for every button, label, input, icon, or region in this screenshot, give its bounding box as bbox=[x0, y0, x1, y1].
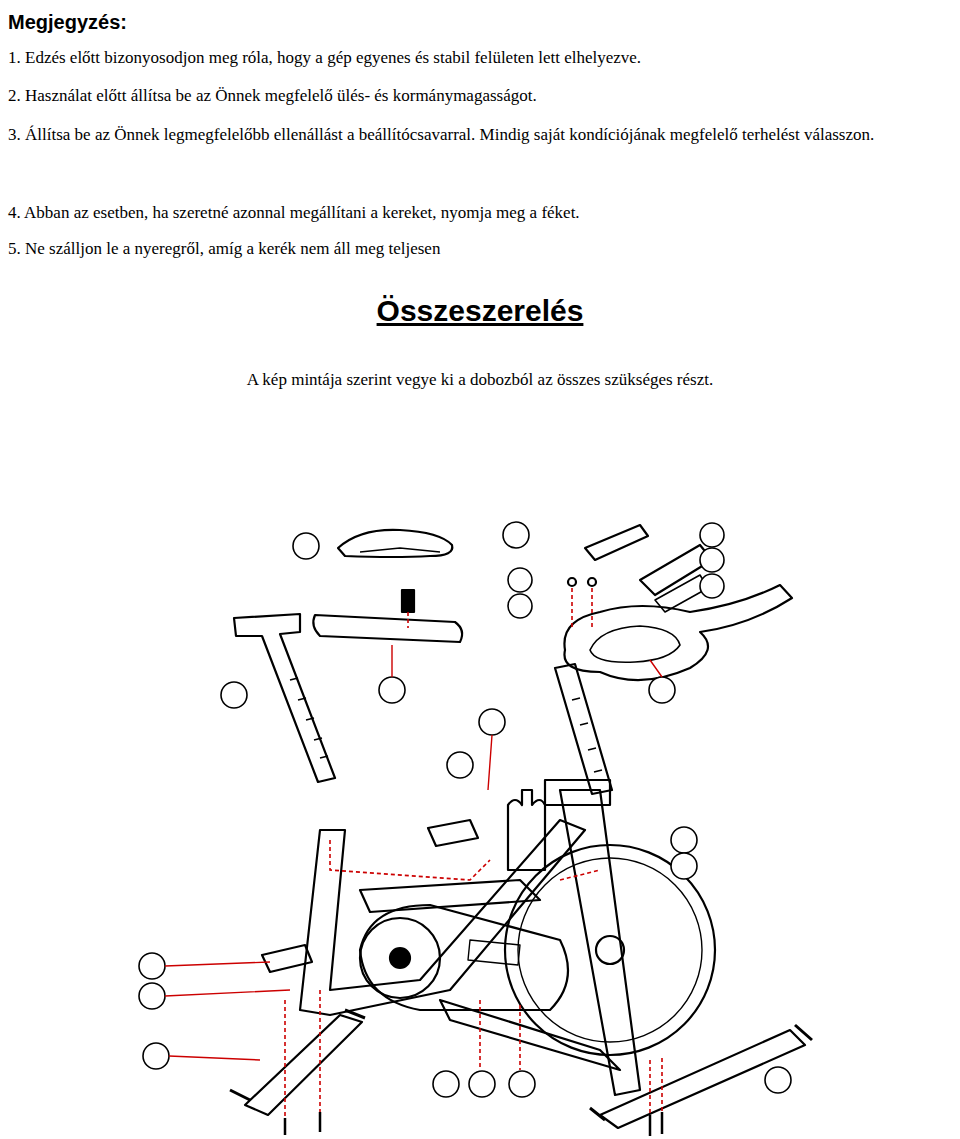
note-item: 2. Használat előtt állítsa be az Önnek m… bbox=[8, 78, 953, 114]
front-fork bbox=[560, 790, 640, 1095]
rear-stabilizer-caps bbox=[230, 1010, 365, 1100]
crank-axle bbox=[390, 948, 410, 968]
assembly-line bbox=[560, 870, 600, 880]
callout-circle bbox=[139, 983, 165, 1009]
seat-post bbox=[234, 614, 335, 782]
handlebar-inner bbox=[590, 626, 680, 662]
callout-circle bbox=[469, 1071, 495, 1097]
crank-wheel bbox=[360, 918, 440, 998]
callout-circle bbox=[433, 1071, 459, 1097]
callout-circle bbox=[671, 827, 697, 853]
handlebar-post-holes bbox=[572, 698, 602, 772]
note-item: 5. Ne szálljon le a nyeregről, amíg a ke… bbox=[8, 231, 953, 267]
head-clamp bbox=[545, 780, 610, 805]
callout-circle bbox=[508, 568, 532, 592]
pedal bbox=[262, 945, 312, 972]
callout-circle bbox=[671, 853, 697, 879]
main-frame bbox=[300, 820, 585, 1015]
note-item: 3. Állítsa be az Önnek legmegfelelőbb el… bbox=[8, 117, 953, 153]
bolt bbox=[568, 578, 576, 586]
saddle-clamp bbox=[402, 590, 414, 612]
flywheel bbox=[505, 845, 715, 1055]
callout-circle bbox=[649, 677, 675, 703]
assembly-line bbox=[330, 840, 490, 880]
assembly-line bbox=[572, 588, 592, 630]
handlebar bbox=[564, 585, 792, 680]
seat-slider bbox=[313, 615, 462, 642]
callout-circle bbox=[221, 682, 247, 708]
rear-stabilizer bbox=[245, 1015, 362, 1115]
note-item: 4. Abban az esetben, ha szeretné azonnal… bbox=[8, 195, 953, 231]
assembly-line bbox=[650, 1058, 662, 1115]
handlebar-post bbox=[555, 664, 612, 794]
assembly-line bbox=[407, 612, 409, 628]
guard-label bbox=[468, 940, 520, 965]
callout-circle bbox=[447, 752, 473, 778]
armrest-pad bbox=[585, 525, 648, 560]
callout-circle bbox=[139, 953, 165, 979]
saddle bbox=[338, 530, 452, 557]
section-title: Összeszerelés bbox=[0, 294, 960, 328]
callout-circle bbox=[379, 677, 405, 703]
front-stabilizer bbox=[600, 1030, 805, 1128]
note-heading: Megjegyzés: bbox=[8, 4, 308, 40]
instruction-text: A kép mintája szerint vegye ki a dobozbó… bbox=[0, 370, 960, 390]
front-stabilizer-caps bbox=[590, 1025, 812, 1120]
callout-circle bbox=[509, 1071, 535, 1097]
saddle-detail bbox=[360, 548, 440, 552]
callout-circle bbox=[479, 709, 505, 735]
callout-circle bbox=[700, 548, 724, 572]
callout-circle bbox=[293, 533, 319, 559]
water-bottle bbox=[508, 790, 545, 870]
seat-post-holes bbox=[290, 678, 328, 758]
flywheel-rim bbox=[518, 858, 702, 1042]
callout-circle bbox=[143, 1043, 169, 1069]
callout-circle bbox=[700, 574, 724, 598]
callout-circle bbox=[503, 522, 529, 548]
note-item: 1. Edzés előtt bizonyosodjon meg róla, h… bbox=[8, 40, 953, 76]
callout-circle bbox=[765, 1067, 791, 1093]
bolt bbox=[588, 578, 596, 586]
assembly-line bbox=[480, 1000, 520, 1070]
callout-circle bbox=[508, 594, 532, 618]
leader-line bbox=[165, 645, 662, 1060]
callout-circle bbox=[700, 523, 724, 547]
bolts bbox=[285, 1112, 662, 1136]
chain-guard bbox=[360, 905, 568, 1010]
flywheel-hub bbox=[596, 936, 624, 964]
bracket-plate-2 bbox=[655, 575, 708, 612]
assembly-line bbox=[285, 990, 320, 1118]
pedal bbox=[428, 820, 478, 846]
